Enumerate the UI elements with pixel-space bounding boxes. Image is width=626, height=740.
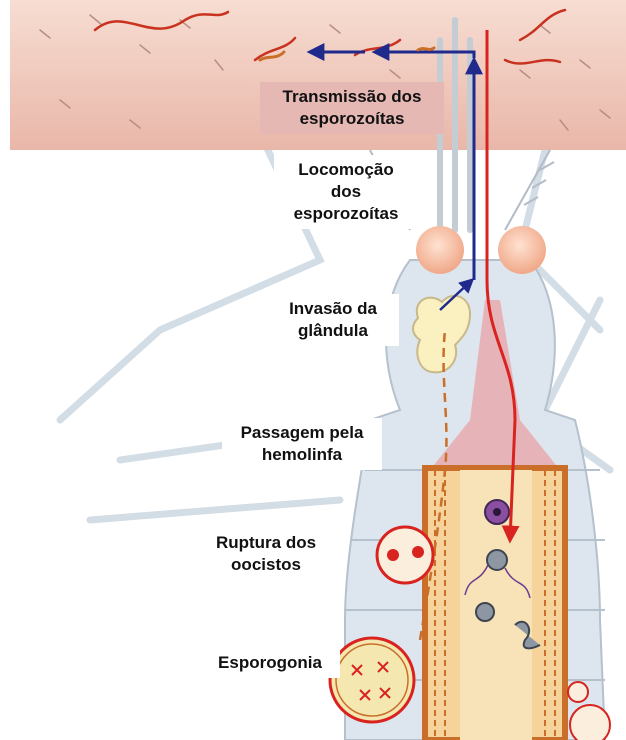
label-oocyst-rupture: Ruptura dos oocistos	[196, 528, 336, 580]
label-transmission-line-2: esporozoítas	[266, 108, 438, 130]
left-eye	[416, 226, 464, 274]
label-transmission: Transmissão dos esporozoítas	[260, 82, 444, 134]
label-sporogony: Esporogonia	[200, 648, 340, 678]
label-sporogony-line-1: Esporogonia	[206, 652, 334, 674]
label-gland-invasion: Invasão da glândula	[267, 294, 399, 346]
label-gland-invasion-line-2: glândula	[273, 320, 393, 342]
label-transmission-line-1: Transmissão dos	[266, 86, 438, 108]
label-hemolymph-line-2: hemolinfa	[228, 444, 376, 466]
label-locomotion: Locomoção dos esporozoítas	[274, 155, 418, 229]
label-locomotion-line-2: dos	[280, 181, 412, 203]
right-eye	[498, 226, 546, 274]
label-oocyst-rupture-line-1: Ruptura dos	[202, 532, 330, 554]
label-oocyst-rupture-line-2: oocistos	[202, 554, 330, 576]
label-locomotion-line-1: Locomoção	[280, 159, 412, 181]
label-hemolymph: Passagem pela hemolinfa	[222, 418, 382, 470]
label-hemolymph-line-1: Passagem pela	[228, 422, 376, 444]
label-gland-invasion-line-1: Invasão da	[273, 298, 393, 320]
label-locomotion-line-3: esporozoítas	[280, 203, 412, 225]
